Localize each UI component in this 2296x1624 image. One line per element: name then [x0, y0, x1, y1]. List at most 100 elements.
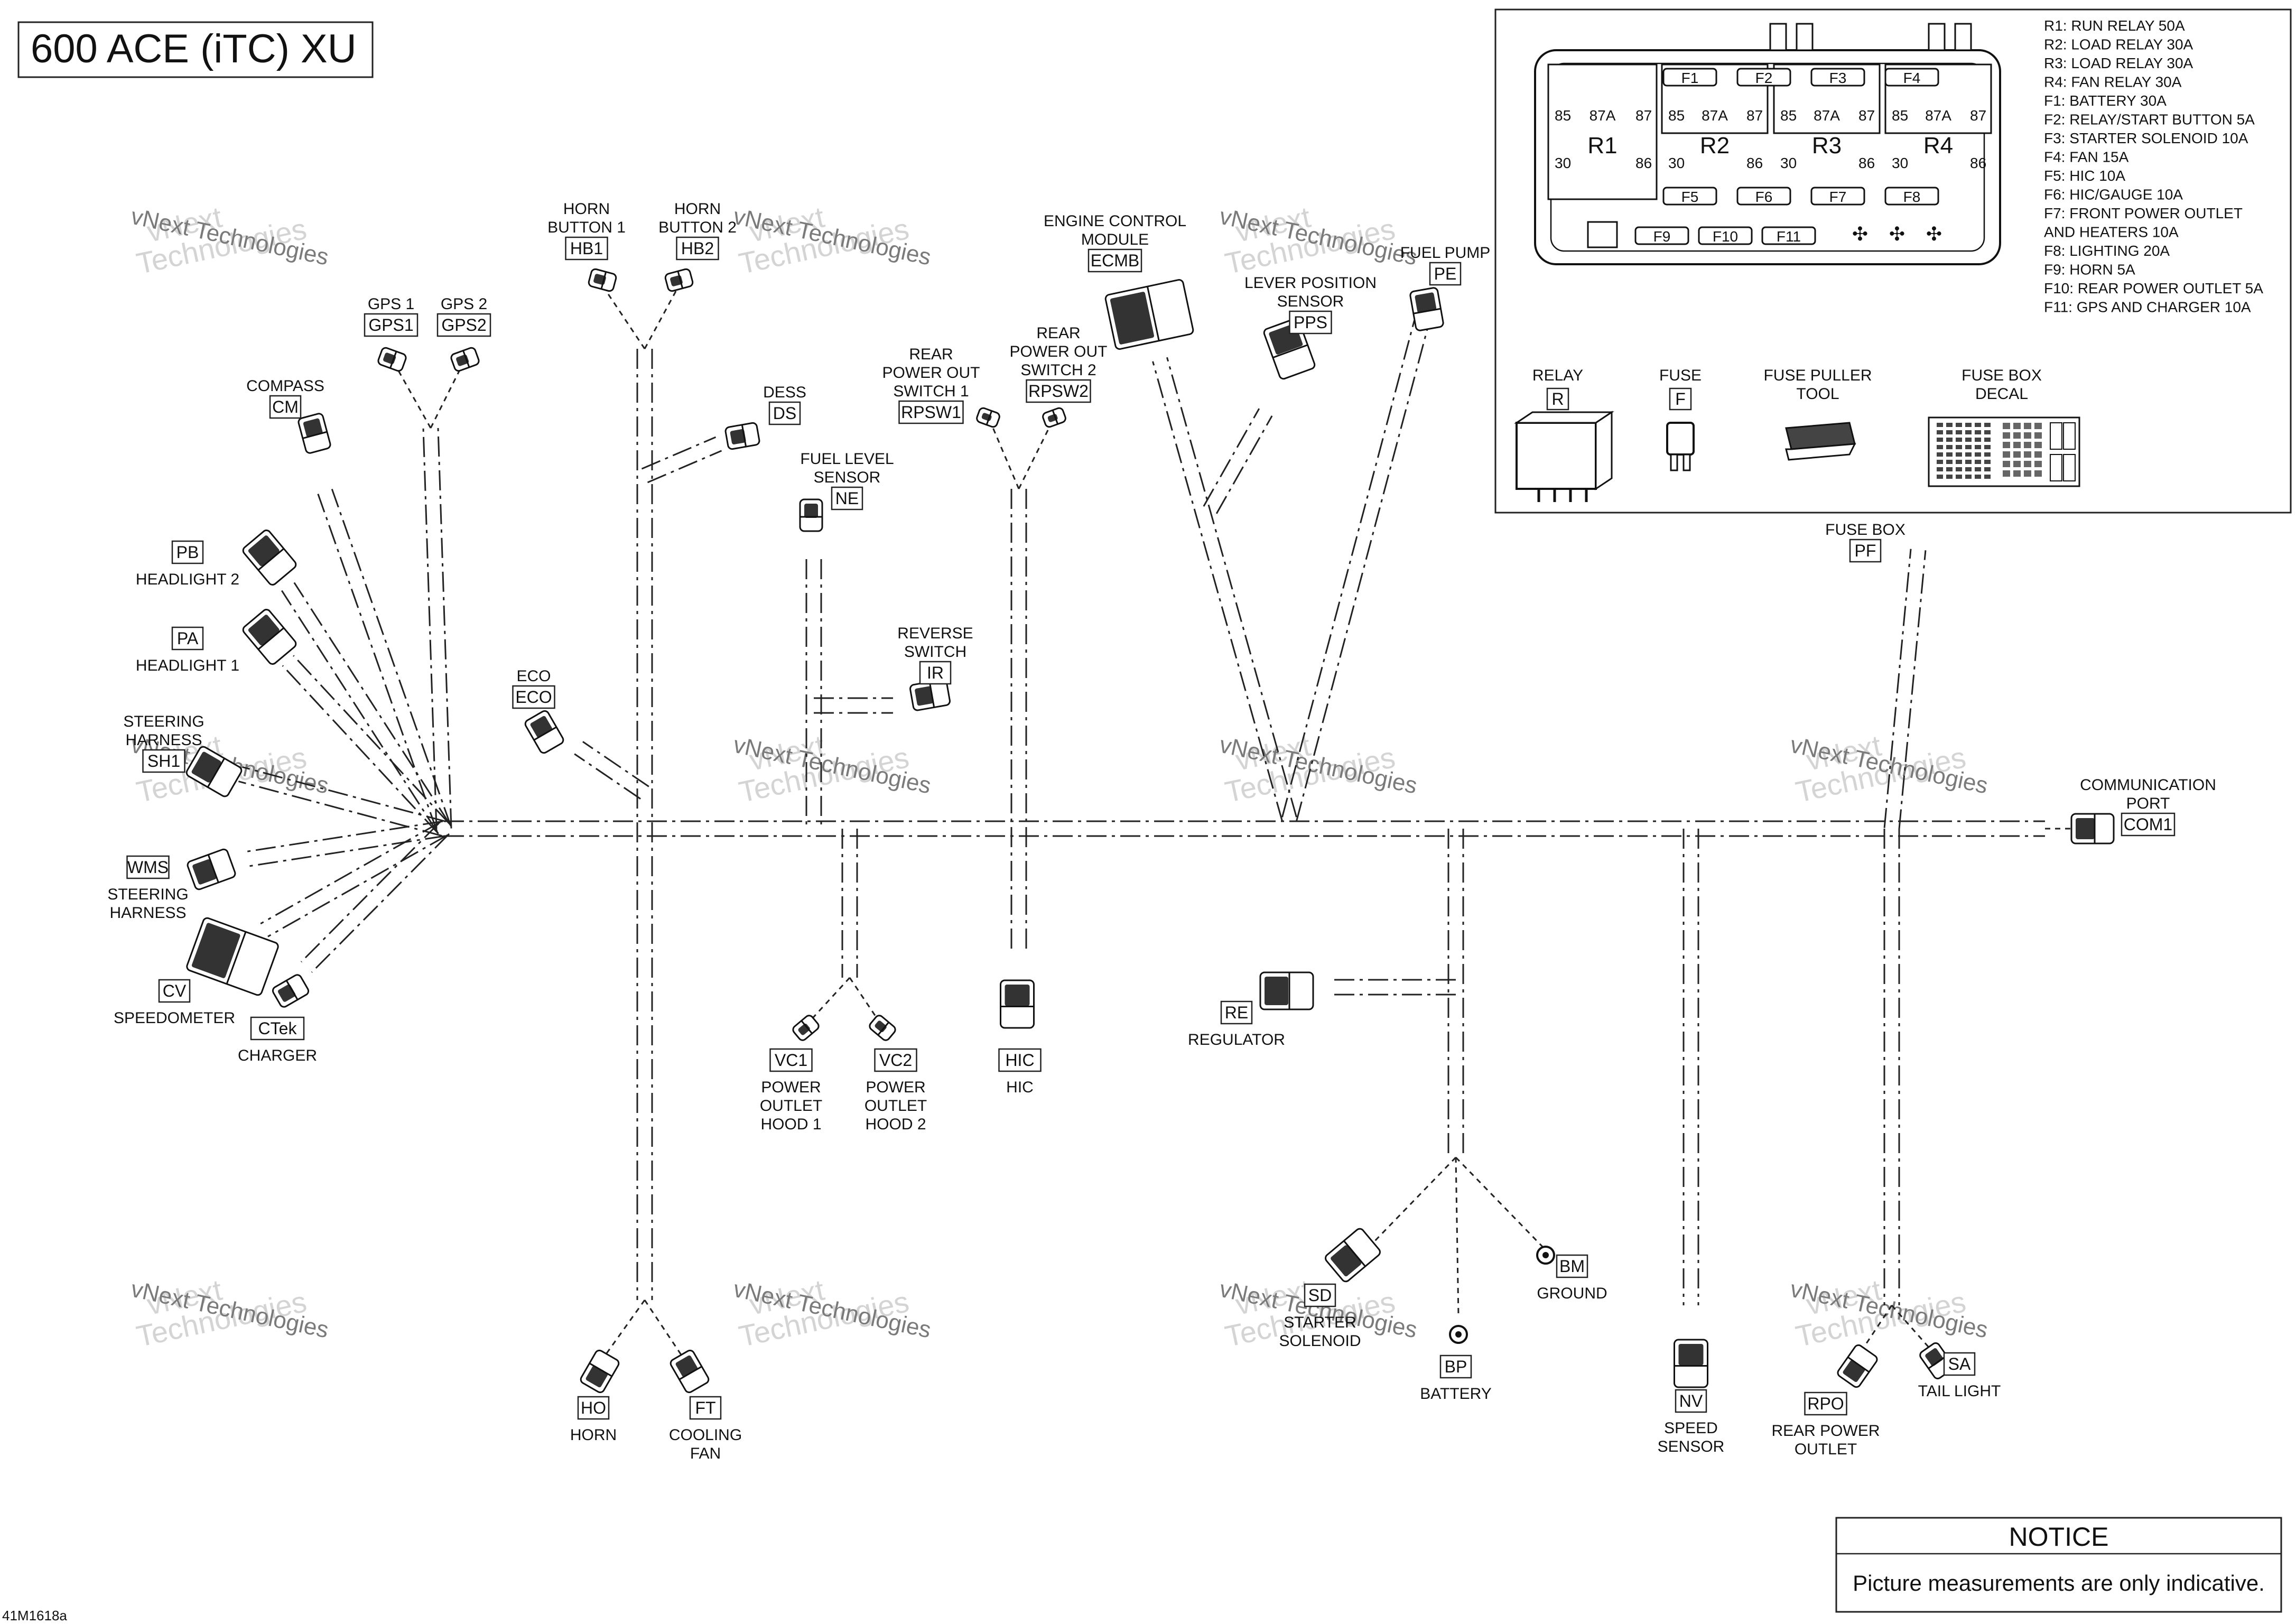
- svg-text:F8: F8: [1903, 189, 1921, 205]
- svg-text:F11: F11: [1777, 228, 1801, 245]
- code-box: [364, 313, 419, 337]
- relay-icon: [1516, 422, 1597, 490]
- code-box: [831, 486, 863, 511]
- svg-text:86: 86: [1635, 155, 1652, 171]
- code-box: [1804, 1391, 1847, 1416]
- component-label-line: POWER OUT: [882, 364, 980, 382]
- connector-ecmb: [1104, 279, 1194, 350]
- connector-re: [1259, 971, 1314, 1010]
- component-label-line: HARNESS: [125, 731, 202, 749]
- fuse-box-tab: [1769, 23, 1787, 51]
- component-code: HO: [581, 1398, 606, 1417]
- connector-cm: [298, 413, 331, 454]
- component-label-line: HOOD 1: [760, 1116, 821, 1133]
- svg-text:FUSE: FUSE: [1659, 367, 1702, 384]
- fuse-icon: [1666, 422, 1695, 456]
- component-code: BM: [1559, 1257, 1585, 1276]
- svg-text:RELAY: RELAY: [1532, 367, 1583, 384]
- connector-pa: [242, 609, 297, 665]
- connector-rpo: [1837, 1344, 1878, 1388]
- code-box: [171, 626, 204, 651]
- svg-text:87A: 87A: [1702, 107, 1728, 124]
- fuse-F10: F10: [1698, 226, 1753, 245]
- legend-line: F7: FRONT POWER OUTLET: [2044, 205, 2243, 221]
- branch-battery: [1447, 829, 1464, 1157]
- svg-text:30: 30: [1892, 155, 1908, 171]
- svg-text:30: 30: [1668, 155, 1685, 171]
- component-label-line: FUSE BOX: [1825, 521, 1905, 539]
- component-label-line: GPS 1: [368, 295, 414, 313]
- legend-line: F4: FAN 15A: [2044, 149, 2129, 165]
- component-label-line: TAIL LIGHT: [1918, 1382, 2001, 1400]
- legend-line: R2: LOAD RELAY 30A: [2044, 36, 2193, 53]
- harness-lead-9: [644, 1300, 683, 1356]
- component-label-line: POWER: [866, 1079, 925, 1096]
- code-box: [171, 540, 204, 564]
- code-box: [676, 236, 719, 261]
- legend-line: F10: REAR POWER OUTLET 5A: [2044, 280, 2263, 296]
- svg-text:✣: ✣: [1926, 223, 1942, 245]
- component-label-line: SOLENOID: [1279, 1332, 1361, 1350]
- legend-line: F9: HORN 5A: [2044, 262, 2135, 278]
- legend-line: R1: RUN RELAY 50A: [2044, 17, 2185, 34]
- svg-text:DECAL: DECAL: [1975, 385, 2028, 403]
- connector-ft: [670, 1349, 710, 1394]
- component-label-line: HORN: [563, 200, 610, 218]
- code-box: [919, 661, 952, 685]
- component-label-line: DESS: [763, 384, 806, 401]
- component-label-line: COOLING: [669, 1426, 742, 1444]
- legend-line: R3: LOAD RELAY 30A: [2044, 55, 2193, 71]
- connector-eco: [524, 710, 564, 754]
- harness-lead-10: [1373, 1156, 1457, 1243]
- connector-ctek: [272, 974, 310, 1008]
- fuse-F3: F3: [1810, 68, 1865, 87]
- component-label-line: HARNESS: [109, 904, 186, 922]
- fuse-F7: F7: [1810, 187, 1865, 206]
- harness-lead-8: [604, 1300, 646, 1356]
- svg-text:86: 86: [1746, 155, 1763, 171]
- connector-nv: [1674, 1339, 1708, 1388]
- component-code: GPS2: [441, 315, 486, 335]
- legend-line: AND HEATERS 10A: [2044, 224, 2179, 240]
- code-box: [1429, 262, 1462, 286]
- connector-vc2: [869, 1015, 896, 1041]
- component-label-line: SENSOR: [814, 469, 881, 486]
- branch-fuse-box: [1883, 549, 1927, 830]
- branch-hic: [1010, 489, 1027, 951]
- component-label-line: BUTTON 2: [658, 219, 737, 236]
- svg-text:87: 87: [1970, 107, 1986, 124]
- branch-dess: [641, 436, 722, 484]
- component-label-line: HORN: [570, 1426, 617, 1444]
- connector-ne: [799, 498, 823, 532]
- component-label-line: ECO: [516, 667, 551, 685]
- svg-text:87A: 87A: [1814, 107, 1840, 124]
- code-box: [158, 979, 191, 1003]
- code-box: [689, 1396, 722, 1420]
- legend-line: R4: FAN RELAY 30A: [2044, 74, 2182, 90]
- component-code: FT: [695, 1398, 715, 1417]
- component-code: HIC: [1005, 1051, 1034, 1070]
- harness-lead-6: [807, 977, 851, 1024]
- connector-gps1: [377, 347, 407, 372]
- code-box: [998, 1048, 1042, 1072]
- fuse-F1: F1: [1662, 68, 1717, 87]
- connector-pb: [242, 530, 297, 586]
- svg-text:F9: F9: [1653, 228, 1671, 245]
- connector-sd: [1325, 1228, 1381, 1283]
- component-label-line: HEADLIGHT 1: [136, 657, 239, 674]
